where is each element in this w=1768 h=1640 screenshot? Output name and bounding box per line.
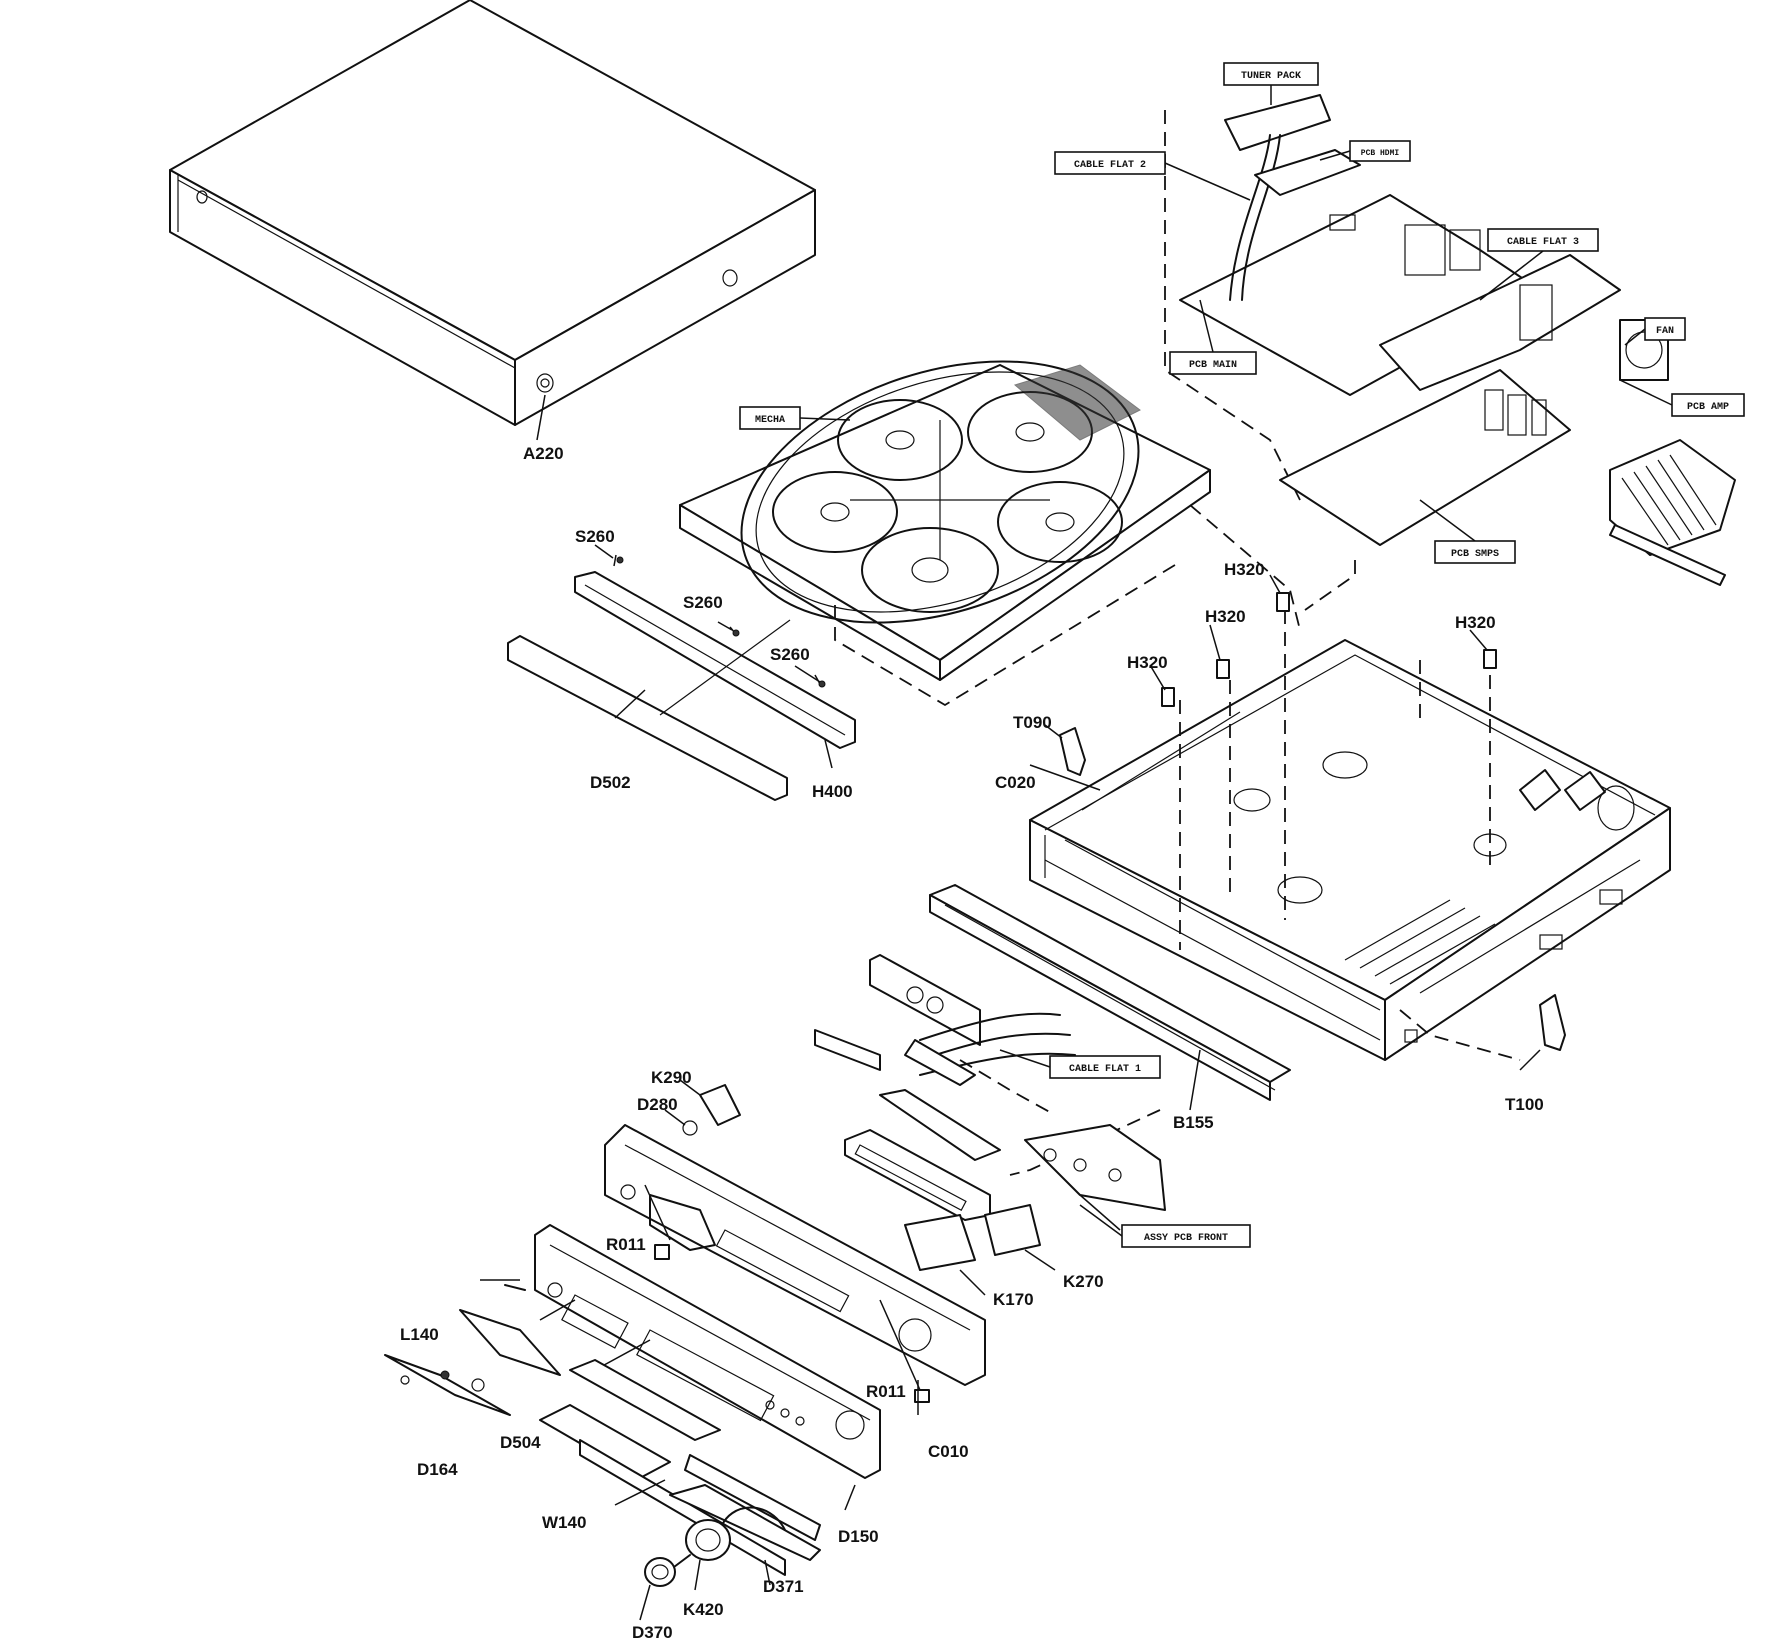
label-w140: W140 — [542, 1513, 586, 1532]
svg-text:CABLE FLAT 2: CABLE FLAT 2 — [1074, 160, 1146, 171]
svg-text:TUNER PACK: TUNER PACK — [1241, 71, 1301, 82]
h320-clips — [1149, 574, 1497, 707]
box-pcb-amp: PCB AMP — [1671, 393, 1745, 417]
label-d502: D502 — [590, 773, 631, 792]
box-cable-flat-1: CABLE FLAT 1 — [1049, 1055, 1161, 1079]
box-tuner-pack: TUNER PACK — [1223, 62, 1319, 86]
front-bezel — [480, 1224, 881, 1511]
label-t090: T090 — [1013, 713, 1052, 732]
front-pcb-assy — [814, 954, 1166, 1296]
svg-text:CABLE FLAT 3: CABLE FLAT 3 — [1507, 237, 1579, 248]
box-mecha: MECHA — [739, 406, 801, 430]
svg-text:FAN: FAN — [1656, 326, 1674, 337]
mecha-assembly — [679, 360, 1211, 681]
svg-text:PCB AMP: PCB AMP — [1687, 402, 1729, 413]
screw-parts — [400, 1284, 526, 1392]
svg-text:CABLE FLAT 1: CABLE FLAT 1 — [1069, 1064, 1141, 1075]
label-h400: H400 — [812, 782, 853, 801]
label-b155: B155 — [1173, 1113, 1214, 1132]
chassis-base — [1029, 639, 1671, 1061]
label-d370: D370 — [632, 1623, 673, 1640]
front-frame — [929, 884, 1291, 1176]
label-a220: A220 — [523, 444, 564, 463]
label-k420: K420 — [683, 1600, 724, 1619]
svg-text:PCB HDMI: PCB HDMI — [1361, 149, 1400, 158]
label-k170: K170 — [993, 1290, 1034, 1309]
label-d504: D504 — [500, 1433, 541, 1452]
label-h320-4: H320 — [1455, 613, 1496, 632]
box-cable-flat-3: CABLE FLAT 3 — [1487, 228, 1599, 252]
svg-text:ASSY PCB FRONT: ASSY PCB FRONT — [1144, 1233, 1228, 1244]
pcb-stack — [1164, 94, 1736, 631]
svg-text:MECHA: MECHA — [755, 415, 785, 426]
display-parts — [384, 1309, 821, 1586]
box-pcb-main: PCB MAIN — [1169, 351, 1257, 375]
guide-lines — [1179, 560, 1521, 1061]
svg-text:PCB MAIN: PCB MAIN — [1189, 360, 1237, 371]
front-pcb-dashed — [959, 1059, 1056, 1116]
label-d150: D150 — [838, 1527, 879, 1546]
mecha-dashed-outline — [834, 564, 1176, 707]
label-k270: K270 — [1063, 1272, 1104, 1291]
label-h320-1: H320 — [1224, 560, 1265, 579]
label-l140: L140 — [400, 1325, 439, 1344]
clamp-parts — [1029, 724, 1566, 1071]
top-cover — [169, 0, 816, 441]
label-t100: T100 — [1505, 1095, 1544, 1114]
tray-front — [507, 544, 856, 801]
label-s260-1: S260 — [575, 527, 615, 546]
label-s260-3: S260 — [770, 645, 810, 664]
label-d280: D280 — [637, 1095, 678, 1114]
label-d164: D164 — [417, 1460, 458, 1479]
label-c010: C010 — [928, 1442, 969, 1461]
label-s260-2: S260 — [683, 593, 723, 612]
knob-assembly — [639, 1519, 731, 1621]
label-d371: D371 — [763, 1577, 804, 1596]
box-fan: FAN — [1644, 317, 1686, 341]
box-pcb-hdmi: PCB HDMI — [1349, 140, 1411, 162]
label-r011-2: R011 — [866, 1382, 906, 1401]
box-cable-flat-2: CABLE FLAT 2 — [1054, 151, 1166, 175]
label-h320-3: H320 — [1127, 653, 1168, 672]
box-leaders — [799, 85, 1673, 1237]
label-k290: K290 — [651, 1068, 692, 1087]
front-panel — [604, 1079, 986, 1415]
svg-text:PCB SMPS: PCB SMPS — [1451, 549, 1499, 560]
label-r011-1: R011 — [606, 1235, 646, 1254]
label-c020: C020 — [995, 773, 1036, 792]
box-pcb-smps: PCB SMPS — [1434, 540, 1516, 564]
box-assy-pcb-front: ASSY PCB FRONT — [1121, 1224, 1251, 1248]
label-h320-2: H320 — [1205, 607, 1246, 626]
